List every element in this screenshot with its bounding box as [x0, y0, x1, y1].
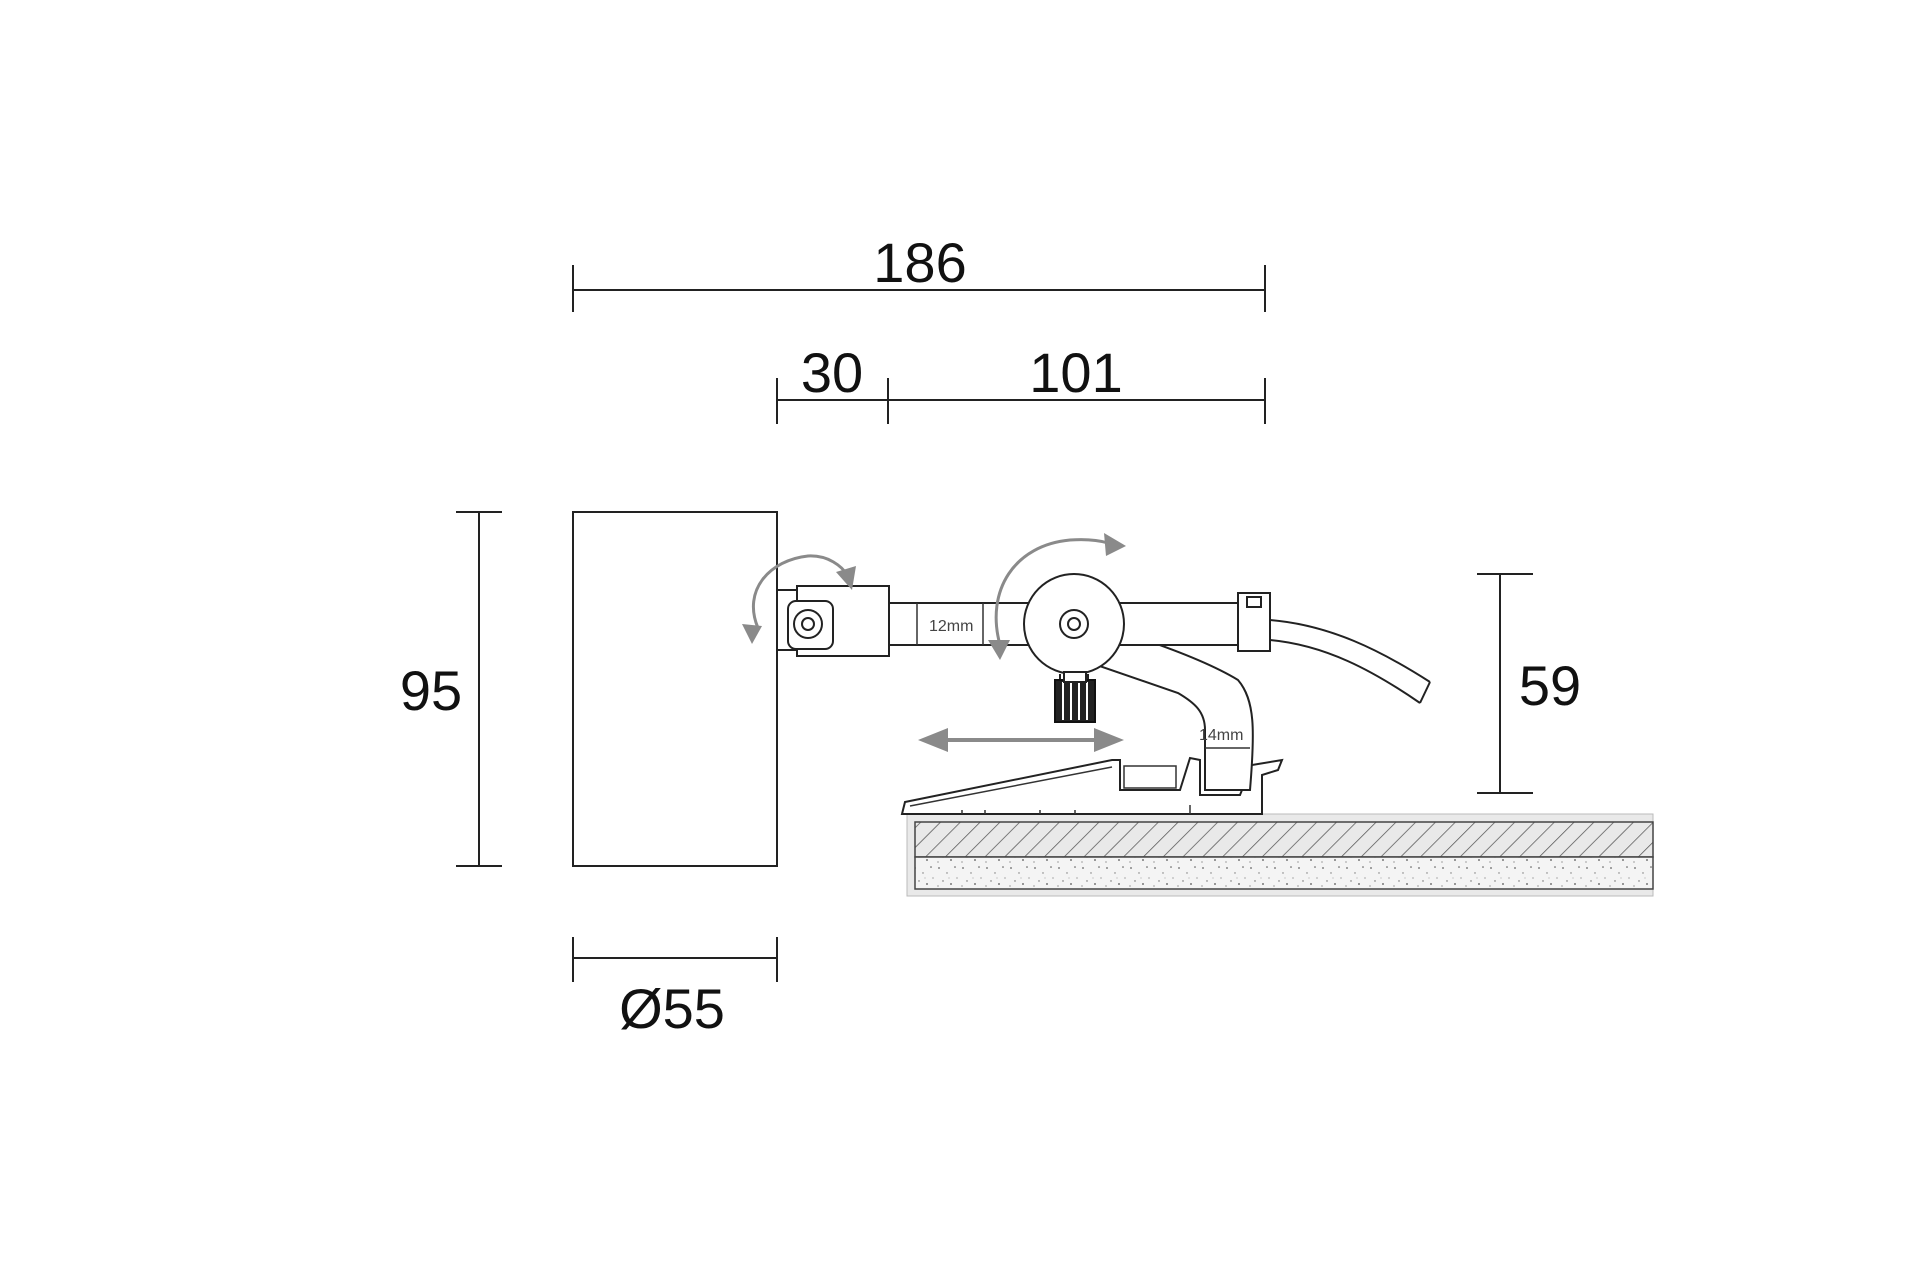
shelf-surface	[906, 813, 1654, 897]
arm-tube-size-label: 12mm	[929, 618, 973, 635]
cable-end	[1237, 592, 1431, 704]
dimension-label-30: 30	[801, 341, 863, 404]
dimension-arm-offset: 30	[776, 341, 889, 424]
knob-rotation-arrow-icon	[988, 533, 1126, 660]
dimension-label-o55: Ø55	[619, 977, 725, 1040]
dimension-total-length: 186	[572, 231, 1266, 312]
dimension-label-95: 95	[400, 659, 462, 722]
slide-direction-arrow-icon	[918, 728, 1124, 752]
bracket-size-label: 14mm	[1199, 727, 1243, 744]
lamp-head	[572, 511, 778, 867]
dimension-arm-length: 101	[888, 341, 1266, 424]
head-pivot-joint	[776, 585, 890, 657]
rotation-knob	[1023, 573, 1125, 682]
head-rotation-arrow-icon	[742, 554, 856, 644]
dimension-label-59: 59	[1519, 654, 1581, 717]
clamp-base	[900, 756, 1284, 815]
dimension-mount-height: 59	[1477, 573, 1581, 794]
thumb-screw	[1054, 671, 1096, 723]
dimension-head-height: 95	[400, 511, 502, 867]
dimension-label-101: 101	[1029, 341, 1122, 404]
dimension-label-186: 186	[873, 231, 966, 294]
dimension-head-diameter: Ø55	[572, 937, 778, 1040]
